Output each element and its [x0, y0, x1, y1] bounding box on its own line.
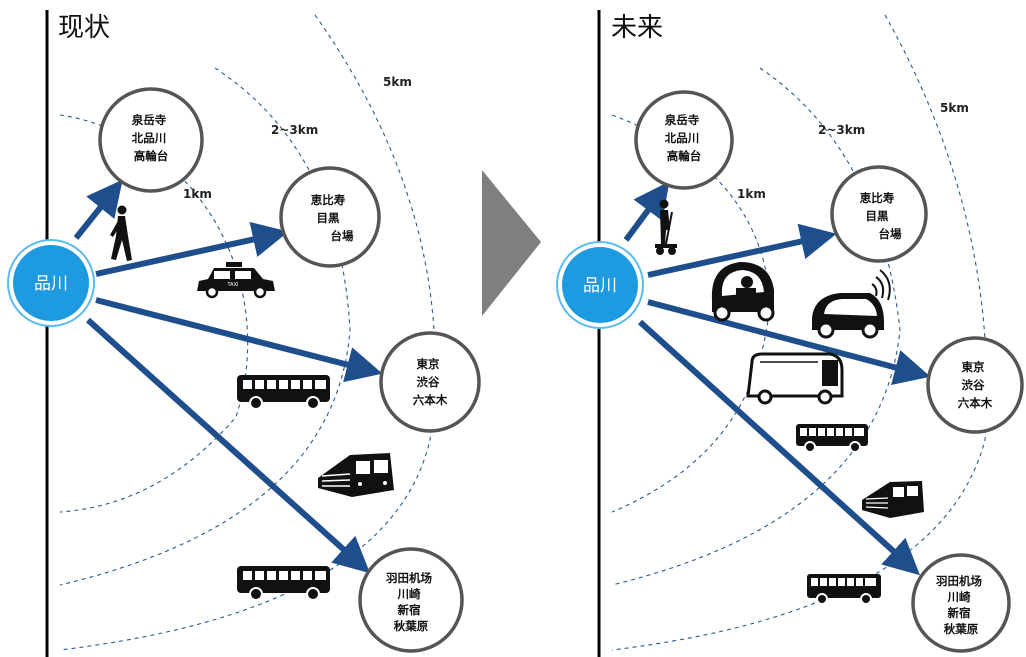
train-icon-future: [862, 481, 924, 518]
node-2-current: 恵比寿 目黒 台場: [279, 166, 381, 268]
svg-text:恵比寿 目黒 台場: 恵比寿 目黒 台場: [311, 193, 354, 243]
ring-5km-current: [59, 14, 436, 651]
ring-label-1km-future: 1km: [737, 187, 766, 201]
walking-person-icon: [110, 205, 132, 261]
bus-icon-1-current: [237, 375, 330, 410]
taxi-icon: TAXI: [197, 262, 275, 299]
ring-3km-current: [59, 67, 351, 586]
node1-line3-current: 高輪台: [134, 149, 169, 163]
arrow-to-node3-current: [95, 297, 383, 383]
train-icon-current: [318, 453, 394, 497]
node2-line1-future: 恵比寿: [860, 191, 895, 205]
autonomous-pod-icon: [812, 269, 891, 339]
hub-shinagawa-future: 品川: [556, 241, 644, 329]
arrow-to-node4-current: [85, 317, 371, 574]
node2-line2-current: 目黒: [316, 211, 339, 225]
node4-line2-current: 川崎: [396, 587, 420, 601]
hub-shinagawa-current: 品川: [7, 239, 95, 327]
taxi-sign-label: TAXI: [227, 282, 239, 288]
svg-text:泉岳寺 北品川 高輪台: 泉岳寺 北品川 高輪台: [664, 113, 704, 163]
node3-line3-future: 六本木: [958, 396, 993, 410]
arrow-to-node3-future: [647, 299, 931, 385]
node-1-current: 泉岳寺 北品川 高輪台: [98, 87, 204, 193]
route-arrows-future: [623, 181, 931, 576]
arrow-to-node2-future: [647, 223, 837, 278]
hub-label-current: 品川: [34, 274, 68, 294]
panel-title-future: 未来: [611, 13, 663, 43]
ring-label-5km-current: 5km: [383, 75, 412, 89]
node3-line2-current: 渋谷: [416, 375, 439, 389]
svg-text:羽田机场 川崎 新宿: 羽田机场 川崎 新宿 秋葉原: [386, 571, 436, 633]
segway-icon: [655, 199, 677, 255]
panel-future: 未来 1km 2~3km 5km 品川 泉岳寺 北品川 高輪台: [556, 10, 1024, 657]
ring-3km-future: [611, 67, 901, 586]
node1-line2-current: 北品川: [132, 131, 167, 145]
node3-line2-future: 渋谷: [961, 378, 984, 392]
arrow-to-node2-current: [95, 221, 289, 277]
node4-line4-future: 秋葉原: [944, 622, 979, 636]
ring-5km-future: [611, 14, 988, 651]
arrow-to-node1-future: [623, 181, 670, 242]
bus-icon-2-future: [807, 574, 881, 605]
node-2-future: 恵比寿 目黒 台場: [830, 165, 928, 263]
node2-line3-current: 台場: [331, 229, 354, 243]
arrow-to-node1-current: [73, 179, 123, 240]
ring-label-5km-future: 5km: [940, 101, 969, 115]
transition-arrow-icon: [482, 170, 541, 316]
autonomous-shuttle-icon: [746, 352, 844, 405]
node4-line3-future: 新宿: [947, 606, 970, 620]
bus-icon-2-current: [237, 566, 330, 601]
node1-line1-current: 泉岳寺: [131, 113, 167, 127]
node3-line1-future: 東京: [961, 360, 984, 374]
node1-line2-future: 北品川: [665, 131, 700, 145]
svg-text:羽田机场 川崎 新宿: 羽田机场 川崎 新宿 秋葉原: [936, 574, 986, 636]
node3-line3-current: 六本木: [413, 393, 448, 407]
arrow-to-node4-future: [637, 319, 921, 576]
svg-text:恵比寿 目黒 台場: 恵比寿 目黒 台場: [860, 191, 902, 241]
node4-line1-current: 羽田机场: [386, 571, 432, 585]
hub-label-future: 品川: [583, 276, 617, 296]
node1-line1-future: 泉岳寺: [664, 113, 700, 127]
node2-line2-future: 目黒: [865, 209, 888, 223]
panel-current: 现状 1km 2~3km 5km 品川 泉岳寺 北品川: [7, 10, 481, 657]
node-1-future: 泉岳寺 北品川 高輪台: [634, 90, 734, 190]
svg-text:東京 渋谷 六本木: 東京 渋谷 六本木: [958, 360, 993, 410]
ring-label-3km-current: 2~3km: [271, 123, 318, 137]
micro-ev-icon: [711, 262, 775, 322]
node1-line3-future: 高輪台: [667, 149, 702, 163]
node-4-future: 羽田机场 川崎 新宿 秋葉原: [911, 553, 1011, 653]
node-3-current: 東京 渋谷 六本木: [379, 331, 481, 433]
panel-title-current: 现状: [58, 13, 110, 43]
svg-text:東京 渋谷 六本木: 東京 渋谷 六本木: [413, 357, 448, 407]
node4-line2-future: 川崎: [946, 590, 970, 604]
node3-line1-current: 東京: [416, 357, 439, 371]
node-3-future: 東京 渋谷 六本木: [926, 336, 1024, 434]
node4-line1-future: 羽田机场: [936, 574, 982, 588]
bus-icon-1-future: [796, 424, 868, 453]
ring-label-3km-future: 2~3km: [818, 123, 865, 137]
node2-line1-current: 恵比寿: [311, 193, 346, 207]
svg-text:泉岳寺 北品川 高輪台: 泉岳寺 北品川 高輪台: [131, 113, 171, 163]
route-arrows-current: [73, 179, 383, 574]
node-4-current: 羽田机场 川崎 新宿 秋葉原: [358, 547, 464, 653]
node4-line4-current: 秋葉原: [394, 619, 429, 633]
node4-line3-current: 新宿: [397, 603, 420, 617]
node2-line3-future: 台場: [879, 227, 902, 241]
ring-label-1km-current: 1km: [183, 187, 212, 201]
